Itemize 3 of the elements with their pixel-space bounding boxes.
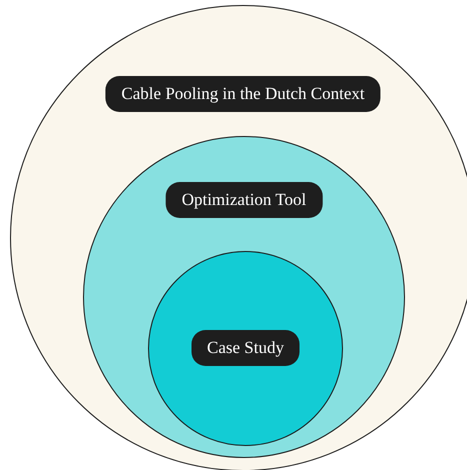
label-pill: Optimization Tool [166,182,322,218]
label-pill: Case Study [191,330,300,366]
label-pill: Cable Pooling in the Dutch Context [105,76,381,112]
